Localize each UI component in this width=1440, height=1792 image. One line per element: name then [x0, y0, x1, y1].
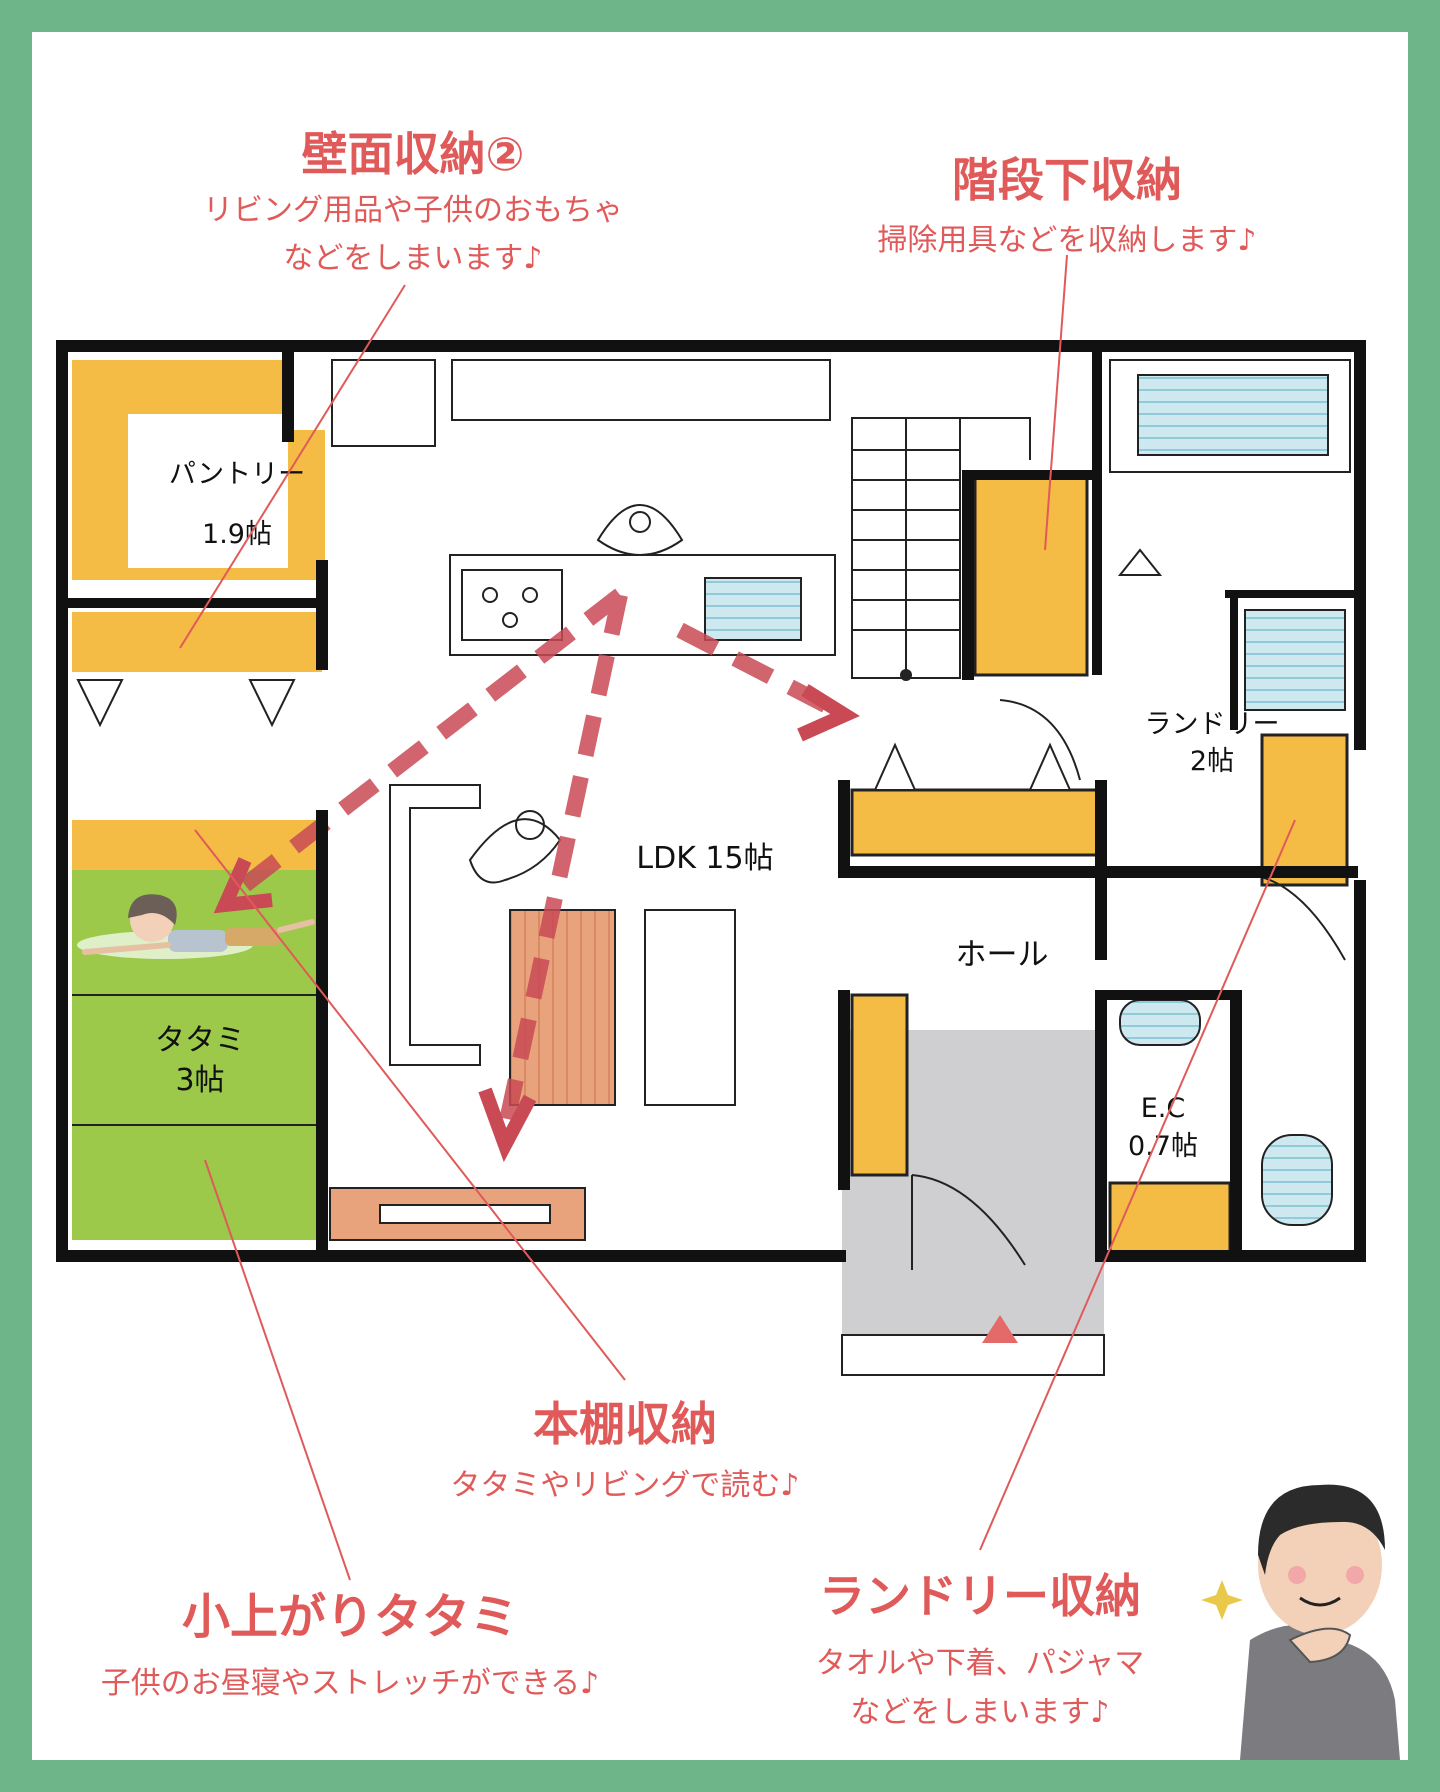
room-label-hall: ホール — [956, 937, 1049, 973]
room-label-tatami-name: タタミ — [155, 1023, 245, 1058]
callout-laundry-storage-line-1: タオルや下着、パジャマ — [816, 1646, 1145, 1681]
room-label-pantry-size: 1.9帖 — [202, 519, 272, 550]
room-label-laundry-size: 2帖 — [1190, 746, 1234, 777]
kitchen-upper-counter — [451, 359, 831, 421]
laundry-storage — [1260, 733, 1349, 887]
callout-wall-storage-line-1: リビング用品や子供のおもちゃ — [203, 193, 623, 228]
hand-basin — [1119, 999, 1201, 1046]
room-label-laundry-name: ランドリー — [1145, 709, 1280, 740]
callout-under-stairs-line-1: 掃除用具などを収納します♪ — [877, 223, 1256, 258]
stairs — [851, 417, 1031, 681]
callout-bookshelf-title: 本棚収納 — [533, 1397, 717, 1451]
man-illustration — [1201, 1484, 1400, 1760]
room-label-ldk: LDK 15帖 — [636, 841, 773, 876]
callout-tatami-line-1: 子供のお昼寝やストレッチができる♪ — [101, 1666, 600, 1701]
bookshelf-over-tatami — [72, 820, 322, 870]
ec-storage — [1108, 1181, 1232, 1257]
fridge-space — [331, 359, 436, 447]
kitchen-sink — [704, 577, 802, 641]
stove — [461, 569, 563, 641]
bathtub — [1137, 374, 1329, 456]
under-stairs-storage — [973, 473, 1089, 677]
callout-laundry-storage-line-2: などをしまいます♪ — [850, 1695, 1109, 1730]
entrance-step — [841, 1334, 1105, 1376]
toilet — [1261, 1134, 1333, 1226]
callout-laundry-storage-title: ランドリー収納 — [819, 1569, 1141, 1623]
callout-wall-storage-line-2: などをしまいます♪ — [283, 241, 542, 276]
callout-under-stairs-title: 階段下収納 — [952, 153, 1182, 207]
entrance-marker-icon — [982, 1315, 1018, 1343]
shoe-storage — [850, 993, 909, 1177]
child-illustration — [77, 894, 315, 959]
sofa — [389, 784, 481, 1066]
washing-machine — [1244, 609, 1346, 711]
room-label-ec-name: E.C — [1141, 1093, 1186, 1124]
bench — [644, 909, 736, 1106]
walls — [56, 340, 1366, 1262]
dining-table — [509, 909, 616, 1106]
room-label-ec-size: 0.7帖 — [1128, 1131, 1198, 1162]
pantry-floor — [128, 414, 288, 568]
room-label-pantry-name: パントリー — [169, 459, 305, 490]
callout-bookshelf-line-1: タタミやリビングで読む♪ — [450, 1468, 799, 1503]
room-label-tatami-size: 3帖 — [175, 1063, 224, 1098]
leader-lines — [179, 254, 1296, 1581]
callout-wall-storage-title: 壁面収納② — [302, 127, 525, 181]
hall-storage — [850, 788, 1099, 857]
entrance-door-swing — [911, 1174, 1026, 1266]
callout-tatami-title: 小上がりタタミ — [182, 1589, 518, 1645]
